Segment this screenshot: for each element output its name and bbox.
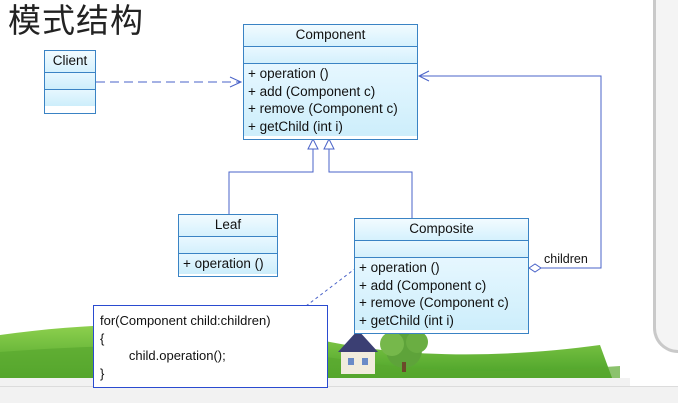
code-note[interactable]: for(Component child:children) { child.op… [93, 305, 328, 388]
note-line: for(Component child:children) [100, 313, 271, 328]
component-class-name: Component [244, 25, 417, 47]
composite-operations: + operation () + add (Component c) + rem… [355, 258, 528, 330]
note-line: child.operation(); [100, 348, 226, 363]
tree-icon [380, 331, 428, 372]
leaf-attributes [179, 237, 277, 254]
leaf-class-box[interactable]: Leaf + operation () [178, 214, 278, 277]
client-operations [45, 89, 95, 106]
component-op: + getChild (int i) [248, 118, 343, 134]
composite-class-box[interactable]: Composite + operation () + add (Componen… [354, 218, 529, 334]
house-icon [338, 330, 378, 374]
note-line: { [100, 330, 105, 346]
component-operations: + operation () + add (Component c) + rem… [244, 64, 417, 136]
note-line: } [100, 365, 105, 381]
composite-op: + remove (Component c) [359, 295, 509, 310]
leaf-operations: + operation () [179, 254, 277, 274]
client-attributes [45, 73, 95, 89]
slide-footer-band [0, 386, 678, 403]
association-role-label: children [544, 252, 588, 266]
aggregation-arrow [417, 70, 602, 273]
component-attributes [244, 47, 417, 64]
component-class-box[interactable]: Component + operation () + add (Componen… [243, 24, 418, 140]
composite-op: + operation () [359, 260, 440, 275]
leaf-class-name: Leaf [179, 215, 277, 237]
dependency-arrow [96, 76, 243, 88]
component-op: + operation () [248, 66, 329, 81]
slide-frame [653, 0, 678, 353]
component-op: + remove (Component c) [248, 101, 398, 116]
client-class-name: Client [45, 51, 95, 73]
composite-op: + add (Component c) [359, 277, 487, 293]
page-title: 模式结构 [8, 1, 144, 40]
component-op: + add (Component c) [248, 83, 376, 99]
composite-attributes [355, 241, 528, 258]
composite-op: + getChild (int i) [359, 312, 454, 328]
note-anchor-line [305, 267, 357, 307]
composite-class-name: Composite [355, 219, 528, 241]
generalization-arrows [228, 137, 413, 218]
client-class-box[interactable]: Client [44, 50, 96, 114]
leaf-op: + operation () [183, 256, 264, 271]
